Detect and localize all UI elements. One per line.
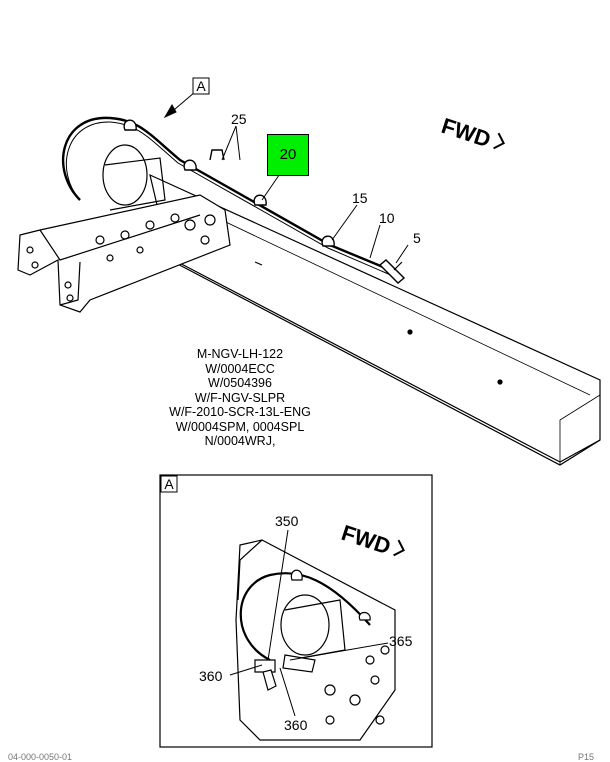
callout-20-highlighted[interactable]: 20 xyxy=(267,134,309,176)
callout-25[interactable]: 25 xyxy=(231,111,247,127)
frame-rail-drawing xyxy=(17,116,601,466)
callout-360-bottom[interactable]: 360 xyxy=(284,717,308,733)
detail-leaders xyxy=(229,529,389,717)
footer-page-ref: P15 xyxy=(578,752,595,762)
detail-view-label: A xyxy=(164,476,174,492)
callout-10[interactable]: 10 xyxy=(379,210,395,226)
main-leaders xyxy=(163,91,409,264)
callout-360-left[interactable]: 360 xyxy=(199,668,223,684)
fwd-label: FWD xyxy=(438,113,493,152)
note-line: W/0004ECC xyxy=(205,361,275,376)
view-ref-box xyxy=(192,77,210,95)
callout-5[interactable]: 5 xyxy=(413,230,421,246)
note-line: W/F-NGV-SLPR xyxy=(194,390,286,405)
applicability-notes: M-NGV-LH-122 W/0004ECC W/0504396 W/F-NGV… xyxy=(130,347,350,449)
detail-drawing xyxy=(235,539,396,741)
note-line: M-NGV-LH-122 xyxy=(196,347,284,361)
callout-365[interactable]: 365 xyxy=(389,633,413,649)
callout-15[interactable]: 15 xyxy=(352,190,368,206)
view-ref-label: A xyxy=(196,78,206,94)
fwd-indicator: FWD xyxy=(438,113,505,152)
callout-350[interactable]: 350 xyxy=(275,513,299,529)
footer-drawing-number: 04-000-0050-01 xyxy=(8,752,73,762)
note-line: W/0504396 xyxy=(208,376,272,390)
note-line: W/0004SPM, 0004SPL xyxy=(175,419,305,434)
detail-view-label-box xyxy=(160,475,178,493)
note-line: N/0004WRJ, xyxy=(204,434,276,448)
note-line: W/F-2010-SCR-13L-ENG xyxy=(169,405,311,419)
